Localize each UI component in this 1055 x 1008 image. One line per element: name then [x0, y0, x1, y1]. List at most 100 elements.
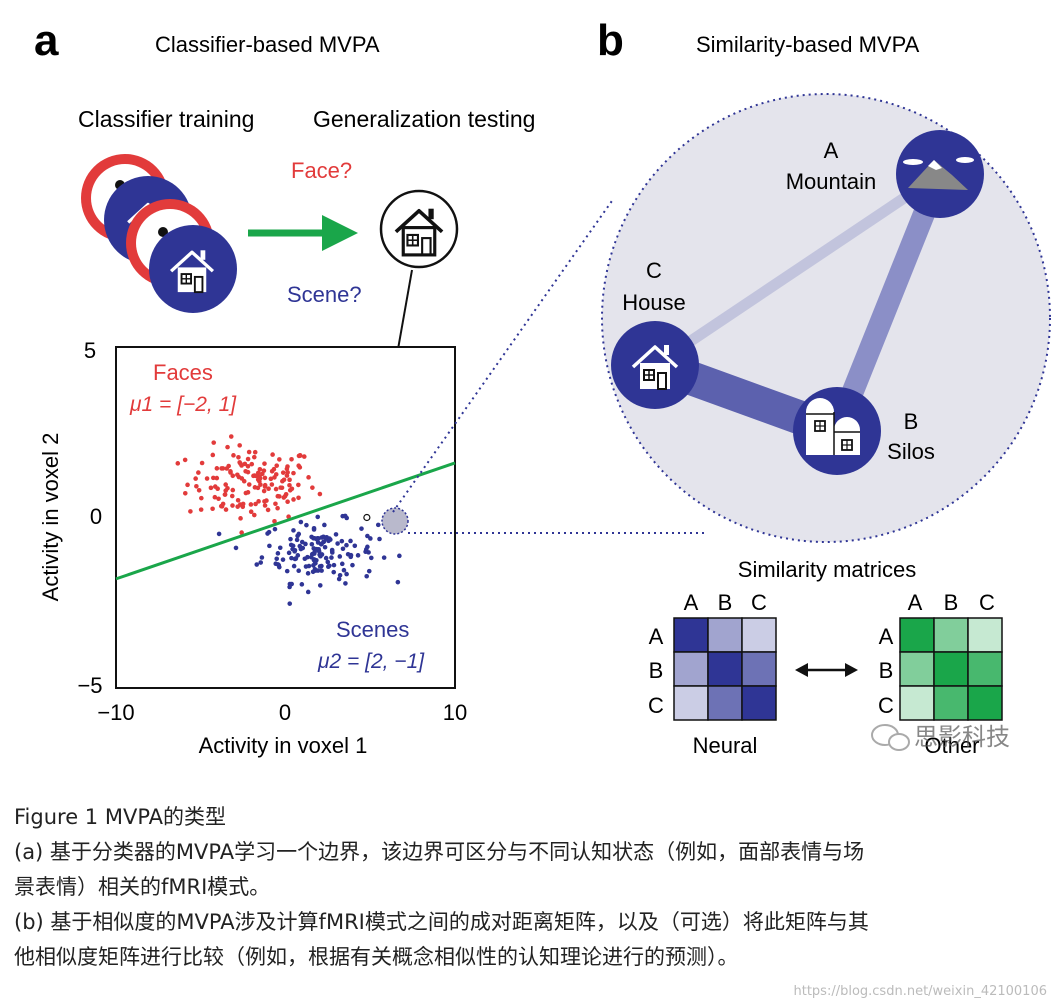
face-data-point	[265, 507, 271, 513]
matrix-col-label: C	[979, 590, 995, 615]
scene-data-point	[294, 537, 300, 543]
scene-data-point	[381, 555, 387, 560]
edge-mountain-silos	[826, 169, 951, 436]
scene-data-point	[322, 522, 327, 528]
face-data-point	[182, 490, 188, 496]
face-data-point	[306, 475, 311, 480]
matrix-cell	[933, 651, 969, 687]
training-stimuli-stack	[81, 154, 237, 313]
scene-data-point	[345, 551, 351, 557]
caption-line: 他相似度矩阵进行比较（例如，根据有关概念相似性的认知理论进行的预测）。	[14, 945, 739, 969]
face-data-point	[230, 503, 235, 508]
matrix-cell	[741, 685, 777, 721]
scene-data-point	[233, 545, 239, 551]
face-data-point	[262, 475, 268, 481]
face-data-point	[196, 487, 202, 493]
scene-data-point	[331, 562, 337, 568]
face-data-point	[188, 509, 193, 514]
face-data-point	[251, 454, 257, 460]
matrix-cell	[673, 685, 709, 721]
face-data-point	[271, 466, 277, 472]
face-data-point	[199, 460, 205, 466]
face-data-point	[245, 456, 251, 462]
scene-data-point	[299, 582, 305, 587]
matrix-row-label: B	[879, 658, 894, 683]
scene-data-point	[344, 542, 349, 548]
scene-data-point	[355, 553, 361, 558]
scene-data-point	[323, 555, 329, 561]
scene-data-point	[337, 554, 343, 559]
matrix-col-label: B	[944, 590, 959, 615]
scene-data-point	[287, 601, 293, 606]
scene-data-point	[309, 541, 315, 547]
face-data-point	[291, 470, 296, 476]
other-matrix: A B C A B C Other	[878, 590, 1003, 758]
matrix-cell	[707, 651, 743, 687]
face-data-point	[246, 449, 252, 455]
scene-data-point	[293, 556, 299, 561]
scene-data-point	[275, 551, 281, 556]
scene-data-point	[280, 557, 286, 562]
panel-a-title: Classifier-based MVPA	[155, 32, 380, 57]
node-c-name: House	[622, 290, 686, 315]
face-data-point	[216, 496, 221, 502]
matrix-cell	[899, 651, 935, 687]
scene-data-point	[397, 553, 402, 559]
node-b-letter: B	[904, 409, 919, 434]
scene-data-point	[375, 522, 381, 528]
face-data-point	[228, 470, 233, 475]
face-data-point	[214, 475, 220, 481]
face-data-point	[256, 499, 261, 504]
scene-data-point	[291, 563, 297, 569]
face-data-point	[245, 490, 251, 495]
face-data-point	[215, 486, 220, 492]
scene-data-point	[259, 555, 265, 560]
matrix-cell	[967, 617, 1003, 653]
face-data-point	[268, 476, 274, 482]
scene-data-point	[286, 550, 292, 556]
scenes-mean-label: μ2 = [2, −1]	[317, 650, 425, 673]
face-data-point	[210, 452, 216, 458]
face-data-point	[310, 485, 315, 490]
face-data-point	[262, 503, 268, 508]
face-data-point	[208, 485, 214, 491]
scene-data-point	[363, 547, 369, 552]
scene-data-point	[344, 571, 349, 577]
face-data-point	[252, 512, 257, 518]
face-data-point	[222, 492, 228, 497]
scene-data-point	[333, 532, 339, 537]
scene-data-point	[321, 534, 326, 540]
figure: a Classifier-based MVPA Classifier train…	[34, 16, 1051, 758]
face-data-point	[230, 473, 236, 479]
matrix-cell	[673, 651, 709, 687]
face-data-point	[196, 470, 201, 475]
faces-series-label: Faces	[153, 360, 213, 385]
face-data-point	[194, 483, 199, 489]
scene-data-point	[305, 571, 311, 576]
matrix-cell	[673, 617, 709, 653]
scene-data-point	[275, 562, 281, 567]
face-data-point	[193, 476, 198, 481]
face-data-point	[262, 461, 267, 466]
x-axis-label: Activity in voxel 1	[199, 733, 368, 758]
silos-node-icon	[793, 387, 881, 475]
face-data-point	[223, 488, 228, 493]
scene-data-point	[284, 568, 290, 574]
scene-data-point	[331, 569, 337, 575]
face-data-point	[175, 461, 181, 466]
scene-data-point	[352, 543, 358, 549]
scene-data-point	[337, 572, 343, 578]
scene-data-point	[258, 560, 264, 565]
scene-data-point	[348, 538, 353, 544]
scenes-series-label: Scenes	[336, 617, 409, 642]
scene-data-point	[314, 546, 319, 552]
scene-data-point	[359, 526, 364, 531]
neural-label: Neural	[693, 733, 758, 758]
node-c-letter: C	[646, 258, 662, 283]
face-data-point	[279, 485, 285, 491]
scene-data-point	[304, 522, 309, 528]
matrix-col-label: B	[718, 590, 733, 615]
scene-data-point	[254, 562, 260, 567]
scene-data-point	[327, 536, 332, 541]
face-data-point	[245, 464, 251, 469]
